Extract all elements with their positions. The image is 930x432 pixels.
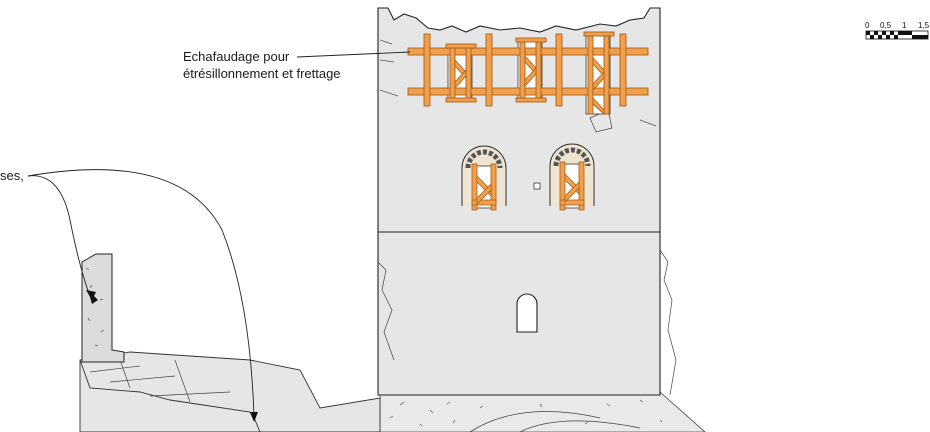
left-ruin-wall bbox=[79, 351, 381, 432]
scale-tick-15: 1,5 bbox=[918, 21, 930, 30]
scaffold-leader-line bbox=[296, 51, 411, 58]
arched-window-left bbox=[461, 145, 507, 211]
arched-window-right bbox=[549, 143, 595, 211]
lower-arched-opening bbox=[516, 293, 538, 333]
scale-bar: 0 0,5 1 1,5 bbox=[865, 21, 930, 40]
leader-arrow-2 bbox=[250, 412, 258, 422]
scaffold-label-line2: étrésillonnement et frettage bbox=[183, 66, 341, 81]
scale-tick-0: 0 bbox=[865, 21, 870, 30]
scale-tick-05: 0,5 bbox=[880, 21, 892, 30]
small-opening bbox=[533, 182, 541, 190]
ground-rubble bbox=[379, 391, 706, 432]
scale-tick-1: 1 bbox=[902, 21, 907, 30]
scaffolding bbox=[407, 31, 649, 116]
scaffold-label-line1: Echafaudage pour bbox=[183, 49, 290, 64]
leader-arrow-1 bbox=[86, 290, 96, 300]
left-fragment-label: ses, bbox=[0, 168, 24, 183]
left-leader-lines bbox=[27, 169, 255, 417]
left-pillar bbox=[81, 253, 125, 363]
